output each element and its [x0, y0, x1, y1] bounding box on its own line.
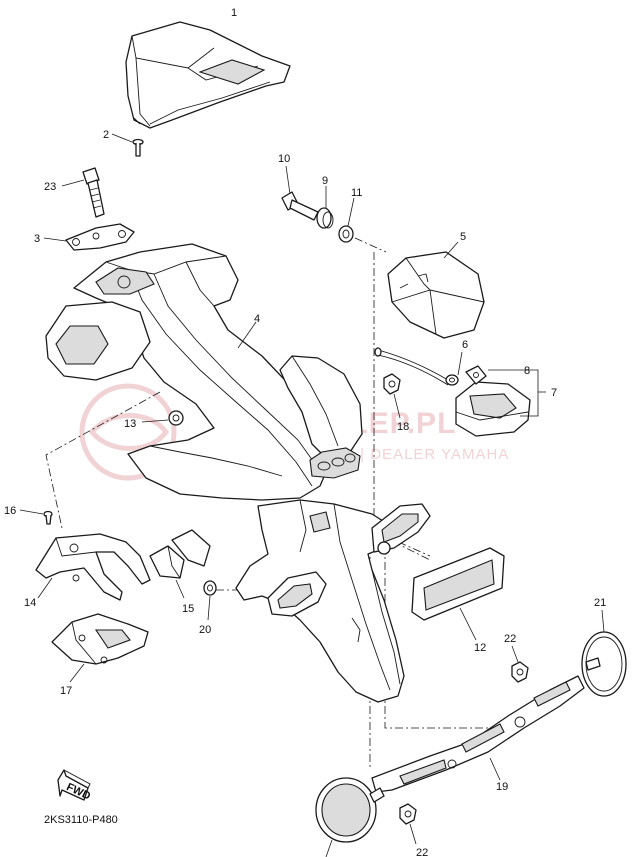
part-20-collar — [203, 580, 217, 621]
callout-15: 15 — [182, 603, 194, 615]
callout-13: 13 — [124, 418, 136, 430]
part-23-bolt — [61, 167, 105, 218]
callout-2: 2 — [103, 129, 109, 141]
part-14-under-bracket — [35, 533, 151, 601]
part-21-reflector-right — [581, 609, 627, 697]
part-6-grommet — [445, 351, 463, 386]
part-2-rivet — [111, 133, 144, 157]
part-22-nut-upper — [511, 645, 529, 683]
forward-direction-badge: FWD — [57, 769, 92, 803]
callout-4: 4 — [254, 313, 260, 325]
callout-17: 17 — [60, 685, 72, 697]
callout-22-lower: 22 — [416, 847, 428, 857]
callout-16: 16 — [4, 505, 16, 517]
callout-9: 9 — [322, 175, 328, 187]
callout-7: 7 — [551, 387, 557, 399]
lamp-wire — [374, 347, 449, 386]
callout-6: 6 — [462, 339, 468, 351]
fwd-label: FWD — [64, 781, 92, 802]
part-10-bolt — [281, 165, 319, 221]
part-22-nut-lower — [399, 803, 417, 845]
callout-18: 18 — [397, 421, 409, 433]
callout-8: 8 — [524, 365, 530, 377]
callout-3: 3 — [34, 233, 40, 245]
part-13-nut — [141, 410, 184, 426]
reflector-lower — [315, 777, 385, 857]
callout-14: 14 — [24, 597, 36, 609]
callout-21: 21 — [594, 597, 606, 609]
part-15-clamp-pad — [149, 529, 211, 599]
part-11-collar — [338, 197, 355, 243]
part-16-screw — [19, 509, 53, 525]
part-7-tail-lamp-unit — [455, 365, 546, 437]
part-4-rear-frame — [45, 243, 363, 501]
part-12-reflector — [411, 547, 505, 641]
callout-23: 23 — [44, 181, 56, 193]
callout-11: 11 — [351, 187, 362, 199]
part-3-bracket-plate — [43, 223, 135, 251]
drawing-code: 2KS3110-P480 — [44, 814, 118, 826]
part-1-rear-cover — [125, 21, 291, 129]
callout-labels: 1 2 3 4 5 6 7 8 9 10 11 12 13 14 15 16 1… — [4, 7, 606, 857]
part-17-small-bracket — [51, 613, 149, 683]
callout-12: 12 — [474, 642, 486, 654]
callout-22-upper: 22 — [504, 633, 516, 645]
part-5-tail-lamp-lens — [387, 241, 485, 339]
watermark-logo-ring — [79, 383, 177, 481]
part-19-plate-stay — [371, 675, 585, 793]
callout-10: 10 — [278, 153, 290, 165]
part-18-nut — [383, 373, 401, 419]
callout-20: 20 — [199, 624, 211, 636]
callout-5: 5 — [460, 231, 466, 243]
callout-1: 1 — [231, 7, 237, 19]
part-9-spacer — [316, 186, 334, 229]
callout-19: 19 — [496, 781, 508, 793]
license-bracket-body — [235, 499, 431, 703]
